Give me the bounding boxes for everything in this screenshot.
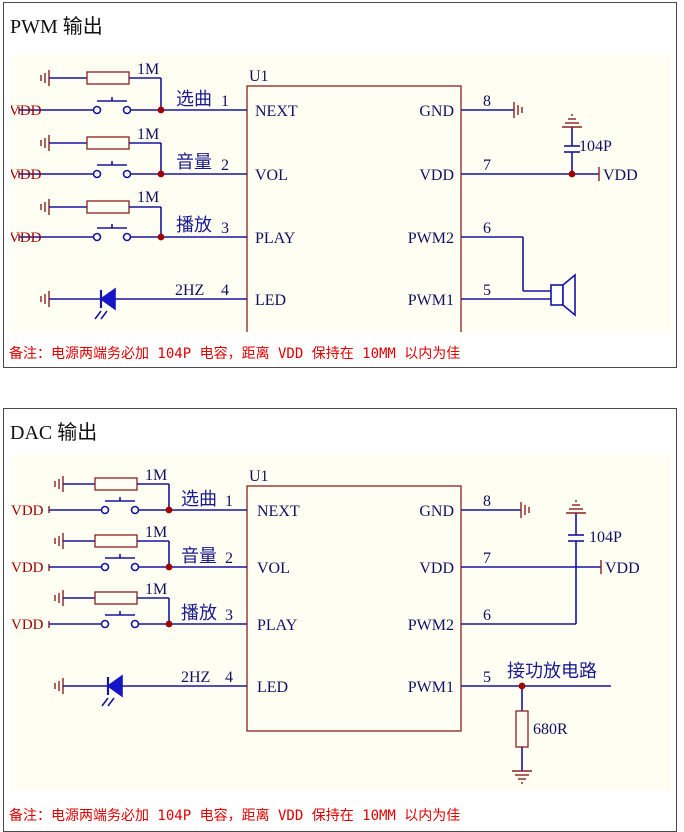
pin-2-name: VOL <box>257 560 290 577</box>
speaker-connection <box>461 236 576 317</box>
pin-8-num: 8 <box>483 493 491 510</box>
vdd-1-label: VDD <box>11 503 44 519</box>
button-row-1 <box>18 70 247 115</box>
button-3-label: 播放 <box>181 603 217 624</box>
vdd-1-label: VDD <box>11 103 42 119</box>
pin-6-name: PWM2 <box>408 617 454 634</box>
note: 备注：电源两端务必加 104P 电容，距离 VDD 保持在 10MM 以内为佳 <box>9 346 461 362</box>
pin-2-name: VOL <box>255 167 288 184</box>
vdd-decoupling <box>461 500 602 625</box>
chip-ref: U1 <box>249 68 269 85</box>
pin-7-name: VDD <box>419 560 454 577</box>
button-2-label: 音量 <box>176 152 212 173</box>
pin-5-name: PWM1 <box>408 292 454 309</box>
button-1-label: 选曲 <box>181 489 217 510</box>
vdd-3-label: VDD <box>11 230 42 246</box>
resistor-3-label: 1M <box>137 189 159 206</box>
pin-6-num: 6 <box>483 607 491 624</box>
panel-title: DAC 输出 <box>10 422 98 444</box>
dac-schematic: U1 1 NEXT 2 VOL 3 PLAY 4 LED 8 GND 7 VDD… <box>11 455 671 791</box>
vdd-decoupling <box>461 114 600 181</box>
pwm-output-panel: PWM 输出 <box>3 2 677 368</box>
resistor-1-label: 1M <box>145 467 167 484</box>
pwm-schematic: U1 1 NEXT 2 VOL 3 PLAY 4 LED 8 GND 7 VDD… <box>11 55 671 332</box>
gnd-connection <box>461 102 523 118</box>
pin-4-name: LED <box>255 292 286 309</box>
chip-u1-body <box>246 85 462 332</box>
resistor-2-label: 1M <box>137 126 159 143</box>
panel-title: PWM 输出 <box>10 16 103 38</box>
button-row-3 <box>18 199 247 242</box>
pin-5-name: PWM1 <box>408 679 454 696</box>
gnd-connection <box>461 502 530 518</box>
vdd-out-label: VDD <box>603 167 638 184</box>
pin-4-num: 4 <box>225 669 233 686</box>
pin-1-num: 1 <box>221 93 229 110</box>
pin-1-num: 1 <box>225 493 233 510</box>
chip-u1-body <box>246 485 462 732</box>
pin-7-num: 7 <box>483 157 491 174</box>
button-2-label: 音量 <box>181 546 217 567</box>
dac-output-panel: DAC 输出 <box>3 408 677 832</box>
note: 备注：电源两端务必加 104P 电容，距离 VDD 保持在 10MM 以内为佳 <box>9 808 461 824</box>
button-row-2 <box>48 533 247 572</box>
pin-3-name: PLAY <box>255 230 296 247</box>
button-1-label: 选曲 <box>176 89 212 110</box>
button-row-3 <box>48 590 247 629</box>
cap-label: 104P <box>579 138 612 155</box>
vdd-2-label: VDD <box>11 560 44 576</box>
pin-6-name: PWM2 <box>408 230 454 247</box>
pin-4-num: 4 <box>221 282 229 299</box>
load-resistor-label: 680R <box>533 721 568 738</box>
button-3-label: 播放 <box>176 215 212 236</box>
pin-3-num: 3 <box>221 220 229 237</box>
pin-1-name: NEXT <box>257 503 300 520</box>
pin-5-num: 5 <box>483 282 491 299</box>
dac-output-load <box>461 682 611 784</box>
resistor-3-label: 1M <box>145 581 167 598</box>
pin-6-num: 6 <box>483 220 491 237</box>
pin-8-name: GND <box>419 103 454 120</box>
pin-8-name: GND <box>419 503 454 520</box>
led-row <box>54 674 247 707</box>
pin-5-num: 5 <box>483 669 491 686</box>
vdd-3-label: VDD <box>11 617 44 633</box>
led-net-label: 2HZ <box>181 669 210 686</box>
pin-2-num: 2 <box>221 157 229 174</box>
vdd-2-label: VDD <box>11 167 42 183</box>
pin-7-num: 7 <box>483 550 491 567</box>
led-row <box>40 287 247 320</box>
resistor-1-label: 1M <box>137 61 159 78</box>
pin-1-name: NEXT <box>255 103 298 120</box>
pin-4-name: LED <box>257 679 288 696</box>
pin-7-name: VDD <box>419 167 454 184</box>
pin-8-num: 8 <box>483 93 491 110</box>
led-net-label: 2HZ <box>175 282 204 299</box>
vdd-out-label: VDD <box>605 560 640 577</box>
button-row-1 <box>48 476 247 515</box>
pin-2-num: 2 <box>225 550 233 567</box>
amp-label: 接功放电路 <box>507 661 597 682</box>
chip-ref: U1 <box>249 468 269 485</box>
resistor-2-label: 1M <box>145 524 167 541</box>
button-row-2 <box>18 135 247 179</box>
cap-label: 104P <box>589 529 622 546</box>
pin-3-name: PLAY <box>257 617 298 634</box>
pin-3-num: 3 <box>225 607 233 624</box>
